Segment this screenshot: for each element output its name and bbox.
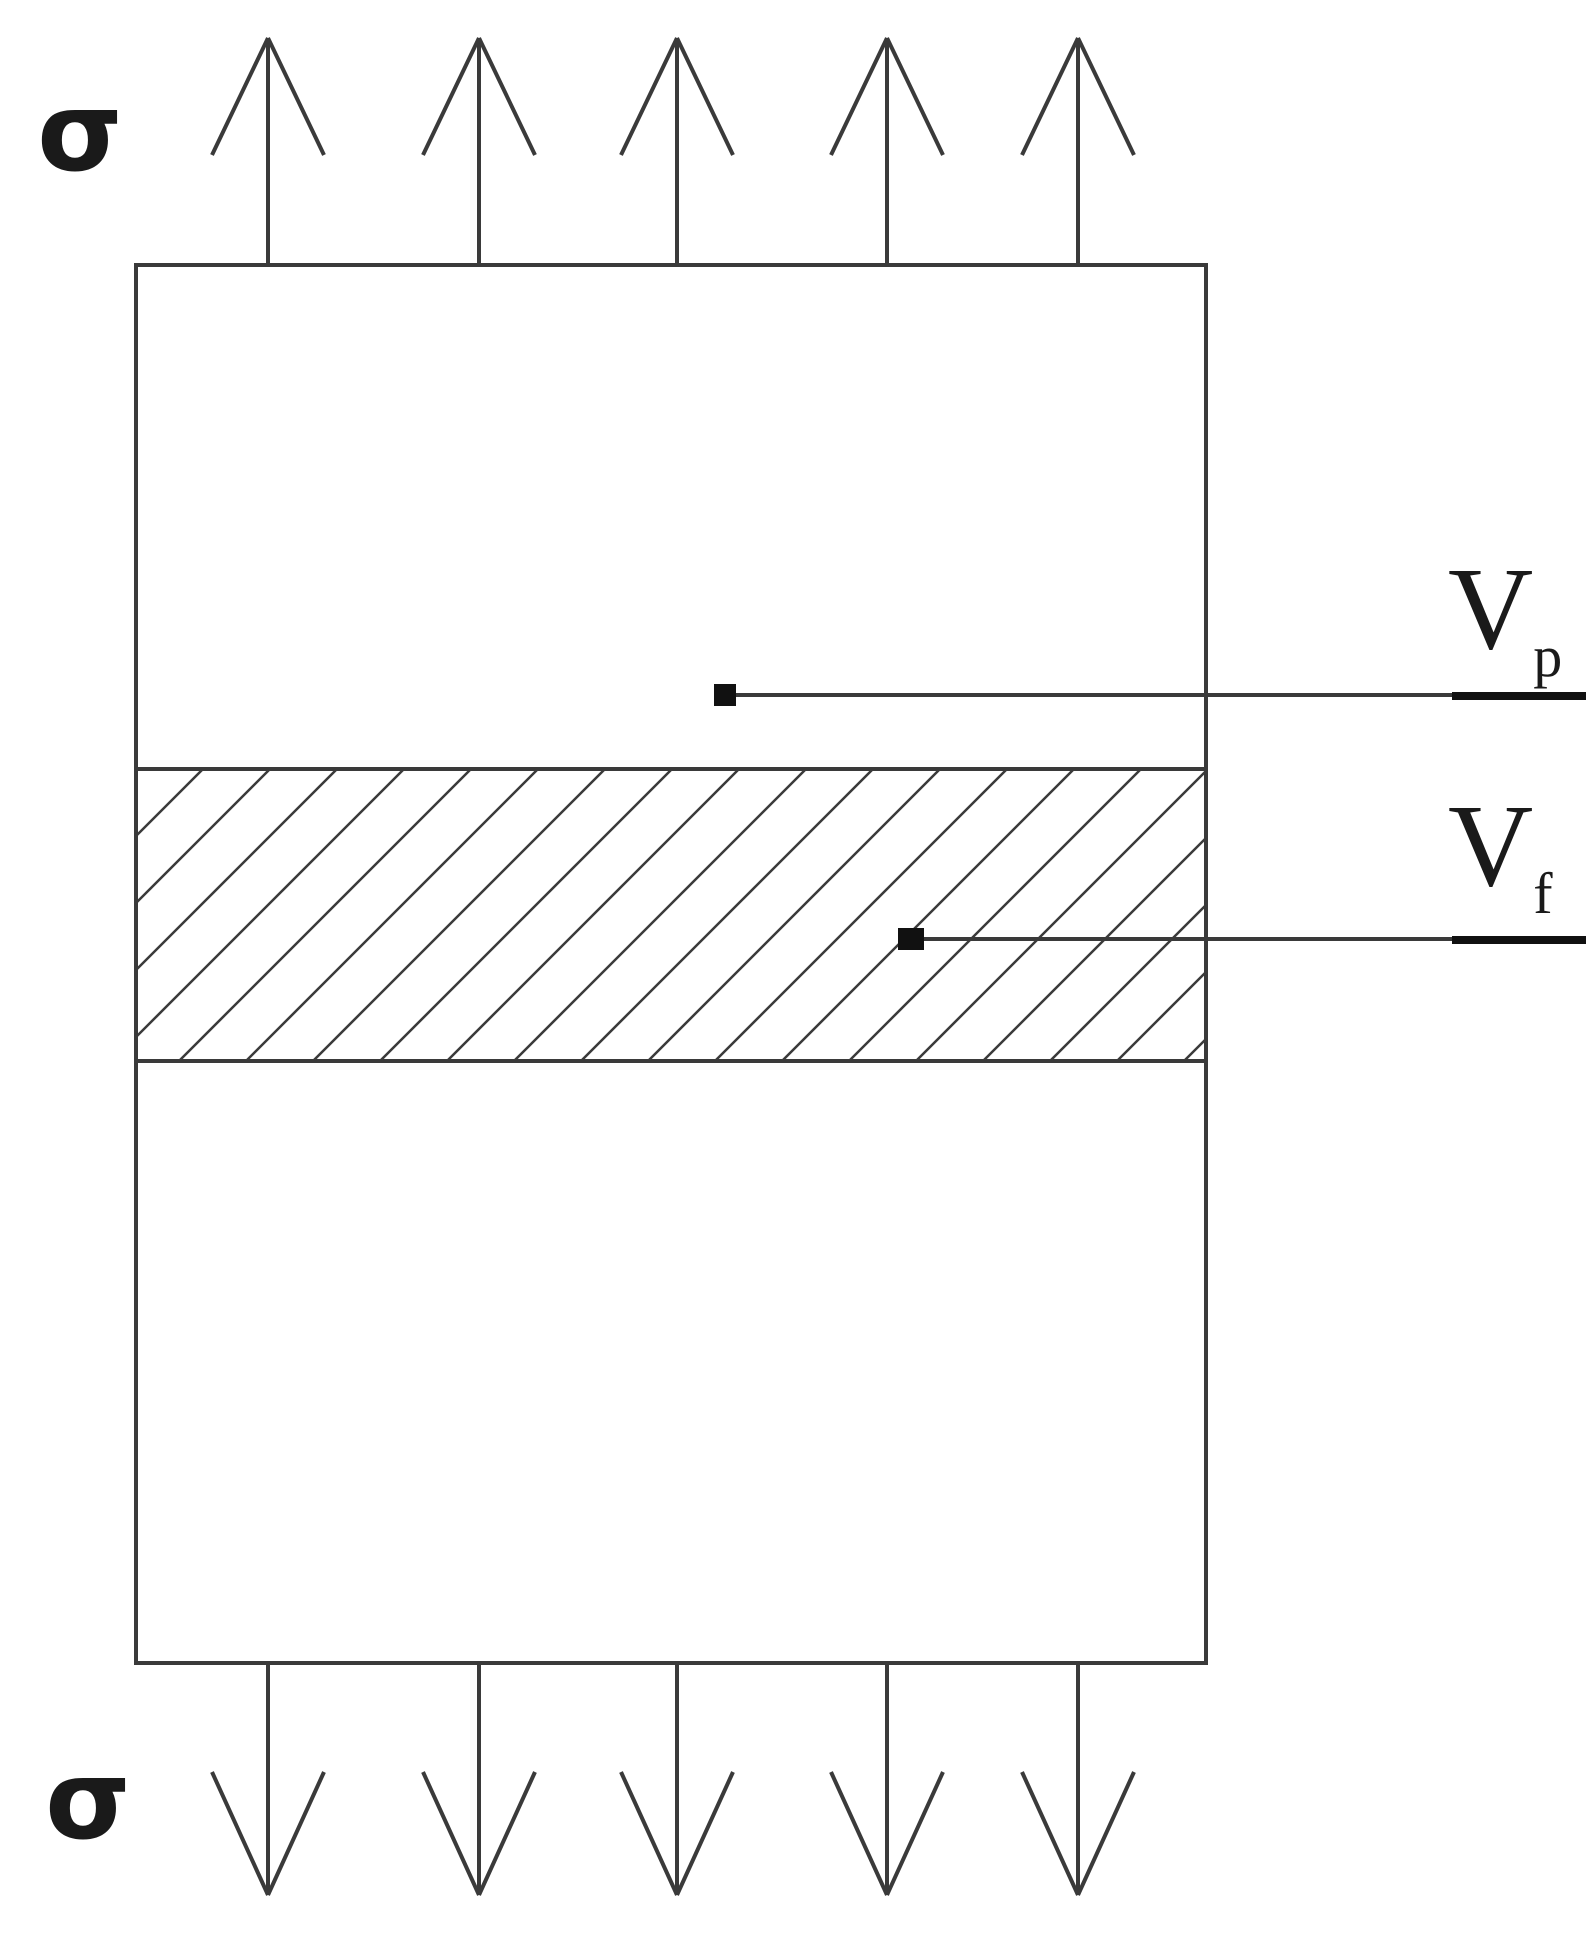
leader-vf-marker xyxy=(898,928,924,950)
bottom-arrow xyxy=(421,1663,537,1896)
specimen-outline xyxy=(134,263,1208,1665)
vf-label-main: V xyxy=(1448,780,1533,911)
bottom-arrow-head-right xyxy=(885,1771,945,1896)
hatch-line xyxy=(136,769,204,838)
hatch-line xyxy=(915,769,1206,1061)
hatch-line xyxy=(136,769,137,771)
hatch-line xyxy=(136,769,338,972)
top-arrow-head-left xyxy=(210,37,270,156)
bottom-arrow-head-left xyxy=(421,1771,481,1896)
top-arrow xyxy=(619,37,735,265)
leader-vp-marker xyxy=(714,684,736,706)
hatch-line xyxy=(178,769,472,1061)
bottom-arrow-head-right xyxy=(477,1771,537,1896)
hatch-line xyxy=(379,769,673,1061)
hatch-line xyxy=(1183,1037,1206,1061)
bottom-arrow-head-left xyxy=(210,1771,270,1896)
hatch-line xyxy=(1049,903,1206,1061)
top-arrow-head-left xyxy=(421,37,481,156)
hatch-line xyxy=(647,769,941,1061)
hatch-line xyxy=(848,769,1142,1061)
hatch-line xyxy=(312,769,606,1061)
top-arrow-head-right xyxy=(266,37,326,156)
bottom-arrow xyxy=(829,1663,945,1896)
top-arrow-head-left xyxy=(829,37,889,156)
top-arrow xyxy=(829,37,945,265)
vp-label-sub: p xyxy=(1533,624,1562,689)
vf-label: Vf xyxy=(1448,780,1553,926)
hatch-line xyxy=(245,769,539,1061)
top-arrow-head-right xyxy=(477,37,537,156)
bottom-arrow-head-right xyxy=(675,1771,735,1896)
top-arrow-head-right xyxy=(675,37,735,156)
leader-vf xyxy=(898,928,1586,950)
bottom-arrow-head-right xyxy=(266,1771,326,1896)
vp-label: Vp xyxy=(1448,543,1562,689)
hatch-line xyxy=(580,769,874,1061)
bottom-arrow xyxy=(1020,1663,1136,1896)
fiber-layer-hatching xyxy=(136,769,1206,1061)
top-stress-arrows xyxy=(210,37,1136,265)
bottom-arrow-head-left xyxy=(829,1771,889,1896)
bottom-arrow-head-left xyxy=(1020,1771,1080,1896)
hatch-line xyxy=(982,836,1206,1061)
hatch-line xyxy=(446,769,740,1061)
bottom-arrow xyxy=(210,1663,326,1896)
hatch-line xyxy=(136,769,405,1039)
bottom-arrow xyxy=(619,1663,735,1896)
sigma-bottom-label: σ xyxy=(45,1736,131,1864)
top-arrow xyxy=(210,37,326,265)
hatch-line xyxy=(781,769,1075,1061)
hatch-line xyxy=(1116,970,1206,1061)
vf-label-sub: f xyxy=(1533,861,1553,926)
hatch-line xyxy=(714,769,1008,1061)
leader-vp xyxy=(714,684,1586,706)
top-arrow xyxy=(421,37,537,265)
top-arrow-head-left xyxy=(619,37,679,156)
top-arrow xyxy=(1020,37,1136,265)
top-arrow-head-right xyxy=(885,37,945,156)
top-arrow-head-right xyxy=(1076,37,1136,156)
hatch-line xyxy=(513,769,807,1061)
bottom-arrow-head-left xyxy=(619,1771,679,1896)
vp-label-main: V xyxy=(1448,543,1533,674)
top-arrow-head-left xyxy=(1020,37,1080,156)
bottom-stress-arrows xyxy=(210,1663,1136,1896)
sigma-top-label: σ xyxy=(37,68,123,196)
hatch-line xyxy=(136,769,271,905)
bottom-arrow-head-right xyxy=(1076,1771,1136,1896)
